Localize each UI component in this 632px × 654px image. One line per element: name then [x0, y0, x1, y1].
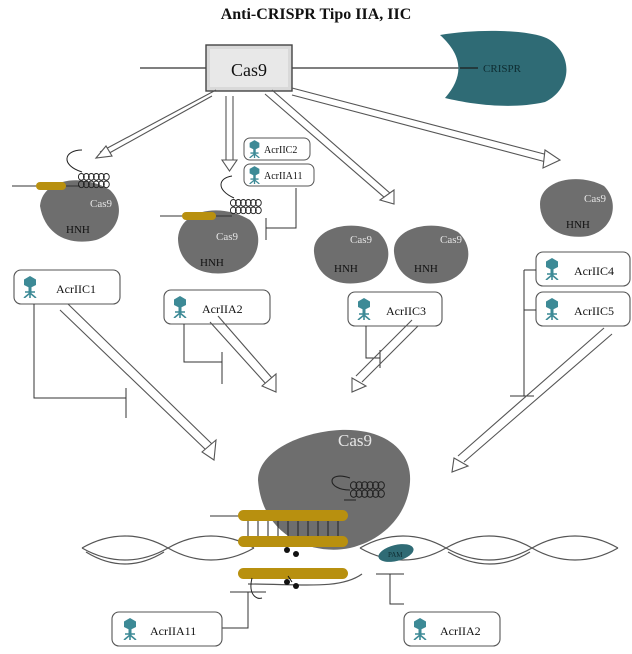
acriic3-badge: AcrIIC3	[347, 291, 443, 327]
diagram-title: Anti-CRISPR Tipo IIA, IIC	[220, 6, 412, 23]
hnh-label-middle: HNH	[200, 257, 224, 269]
cas9-bound-complex: Cas9	[258, 429, 411, 550]
acriia2-mid-label: AcrIIA2	[202, 302, 243, 316]
acriia11-bottom-badge: AcrIIA11	[111, 611, 223, 647]
acriic2-badge: AcrIIC2	[243, 137, 311, 161]
hnh-label-centre-b: HNH	[414, 263, 438, 275]
rna-dna-hybrid	[210, 510, 348, 599]
acriia11-bottom-label: AcrIIA11	[150, 624, 196, 638]
cas9-pair-centre: Cas9 HNH Cas9 HNH	[313, 225, 469, 284]
bottom-brackets	[222, 591, 266, 629]
inhibition-brackets	[33, 269, 536, 418]
hnh-label-left: HNH	[66, 224, 90, 236]
cas9-label-middle: Cas9	[216, 231, 239, 243]
hnh-label-right: HNH	[566, 219, 590, 231]
cas9-label-centre-b: Cas9	[440, 234, 463, 246]
pam-site: PAM	[376, 544, 414, 605]
converging-arrows	[59, 303, 613, 473]
acriic4-label: AcrIIC4	[574, 264, 614, 278]
acriic4-badge: AcrIIC4	[535, 251, 631, 287]
pam-label: PAM	[388, 551, 403, 559]
cas9-complex-left: Cas9 HNH	[12, 149, 119, 242]
cas9-label-centre-a: Cas9	[350, 234, 373, 246]
crispr-array: CRISPR	[440, 30, 567, 106]
acriic1-badge: AcrIIC1	[13, 269, 121, 305]
cas9-label-bound: Cas9	[338, 431, 372, 450]
acriia11-top-label: AcrIIA11	[264, 171, 303, 182]
branch-arrows	[94, 87, 562, 205]
cas9-label-right: Cas9	[584, 193, 607, 205]
dna-helix	[81, 535, 619, 586]
cas9-label-left: Cas9	[90, 198, 113, 210]
hnh-label-centre-a: HNH	[334, 263, 358, 275]
acriic3-label: AcrIIC3	[386, 304, 426, 318]
cas9-box: Cas9	[205, 44, 293, 92]
cas9-box-label: Cas9	[231, 60, 267, 80]
cas9-complex-middle: Cas9 HNH	[160, 175, 262, 274]
acriic2-label: AcrIIC2	[264, 145, 297, 156]
cas9-right: Cas9 HNH	[540, 179, 613, 237]
acriia11-top-badge: AcrIIA11	[243, 163, 315, 187]
acriic1-label: AcrIIC1	[56, 282, 96, 296]
acriia2-bottom-label: AcrIIA2	[440, 624, 481, 638]
acriic5-label: AcrIIC5	[574, 304, 614, 318]
acriic5-badge: AcrIIC5	[535, 291, 631, 327]
acriia2-mid-badge: AcrIIA2	[163, 289, 271, 325]
acriia2-bottom-badge: AcrIIA2	[403, 611, 501, 647]
crispr-label: CRISPR	[483, 63, 522, 75]
